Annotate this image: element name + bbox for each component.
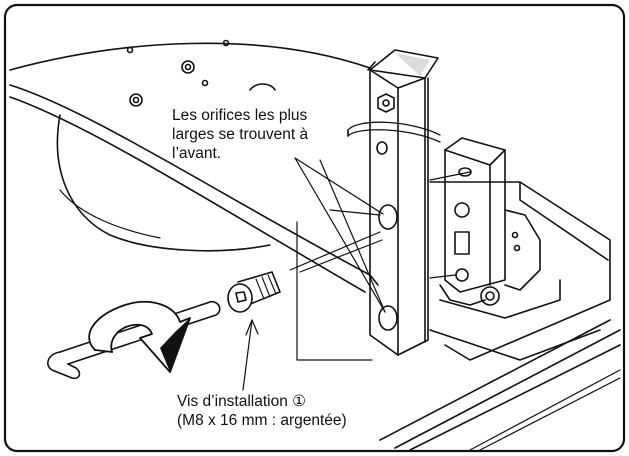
diagram-frame — [3, 3, 626, 453]
hex-key-icon — [47, 300, 221, 380]
callout-leaders — [242, 157, 471, 391]
rotation-arrow-icon — [88, 301, 191, 373]
callout-holes-line-3: l’avant. — [172, 145, 222, 162]
callout-holes-line-2: larges se trouvent à — [172, 126, 309, 143]
callout-installation-screw: Vis d’installation ① (M8 x 16 mm : argen… — [177, 392, 347, 430]
callout-holes-line-1: Les orifices les plus — [172, 107, 308, 124]
mounting-bracket — [347, 49, 441, 356]
callout-holes-orientation: Les orifices les plus larges se trouvent… — [172, 106, 308, 163]
rear-bracket — [439, 137, 541, 306]
socket-screw-icon — [227, 271, 281, 313]
platter — [9, 39, 379, 293]
callout-screw-line-2: (M8 x 16 mm : argentée) — [177, 412, 347, 429]
base-plate — [379, 181, 621, 451]
callout-screw-line-1: Vis d’installation ① — [177, 393, 307, 410]
